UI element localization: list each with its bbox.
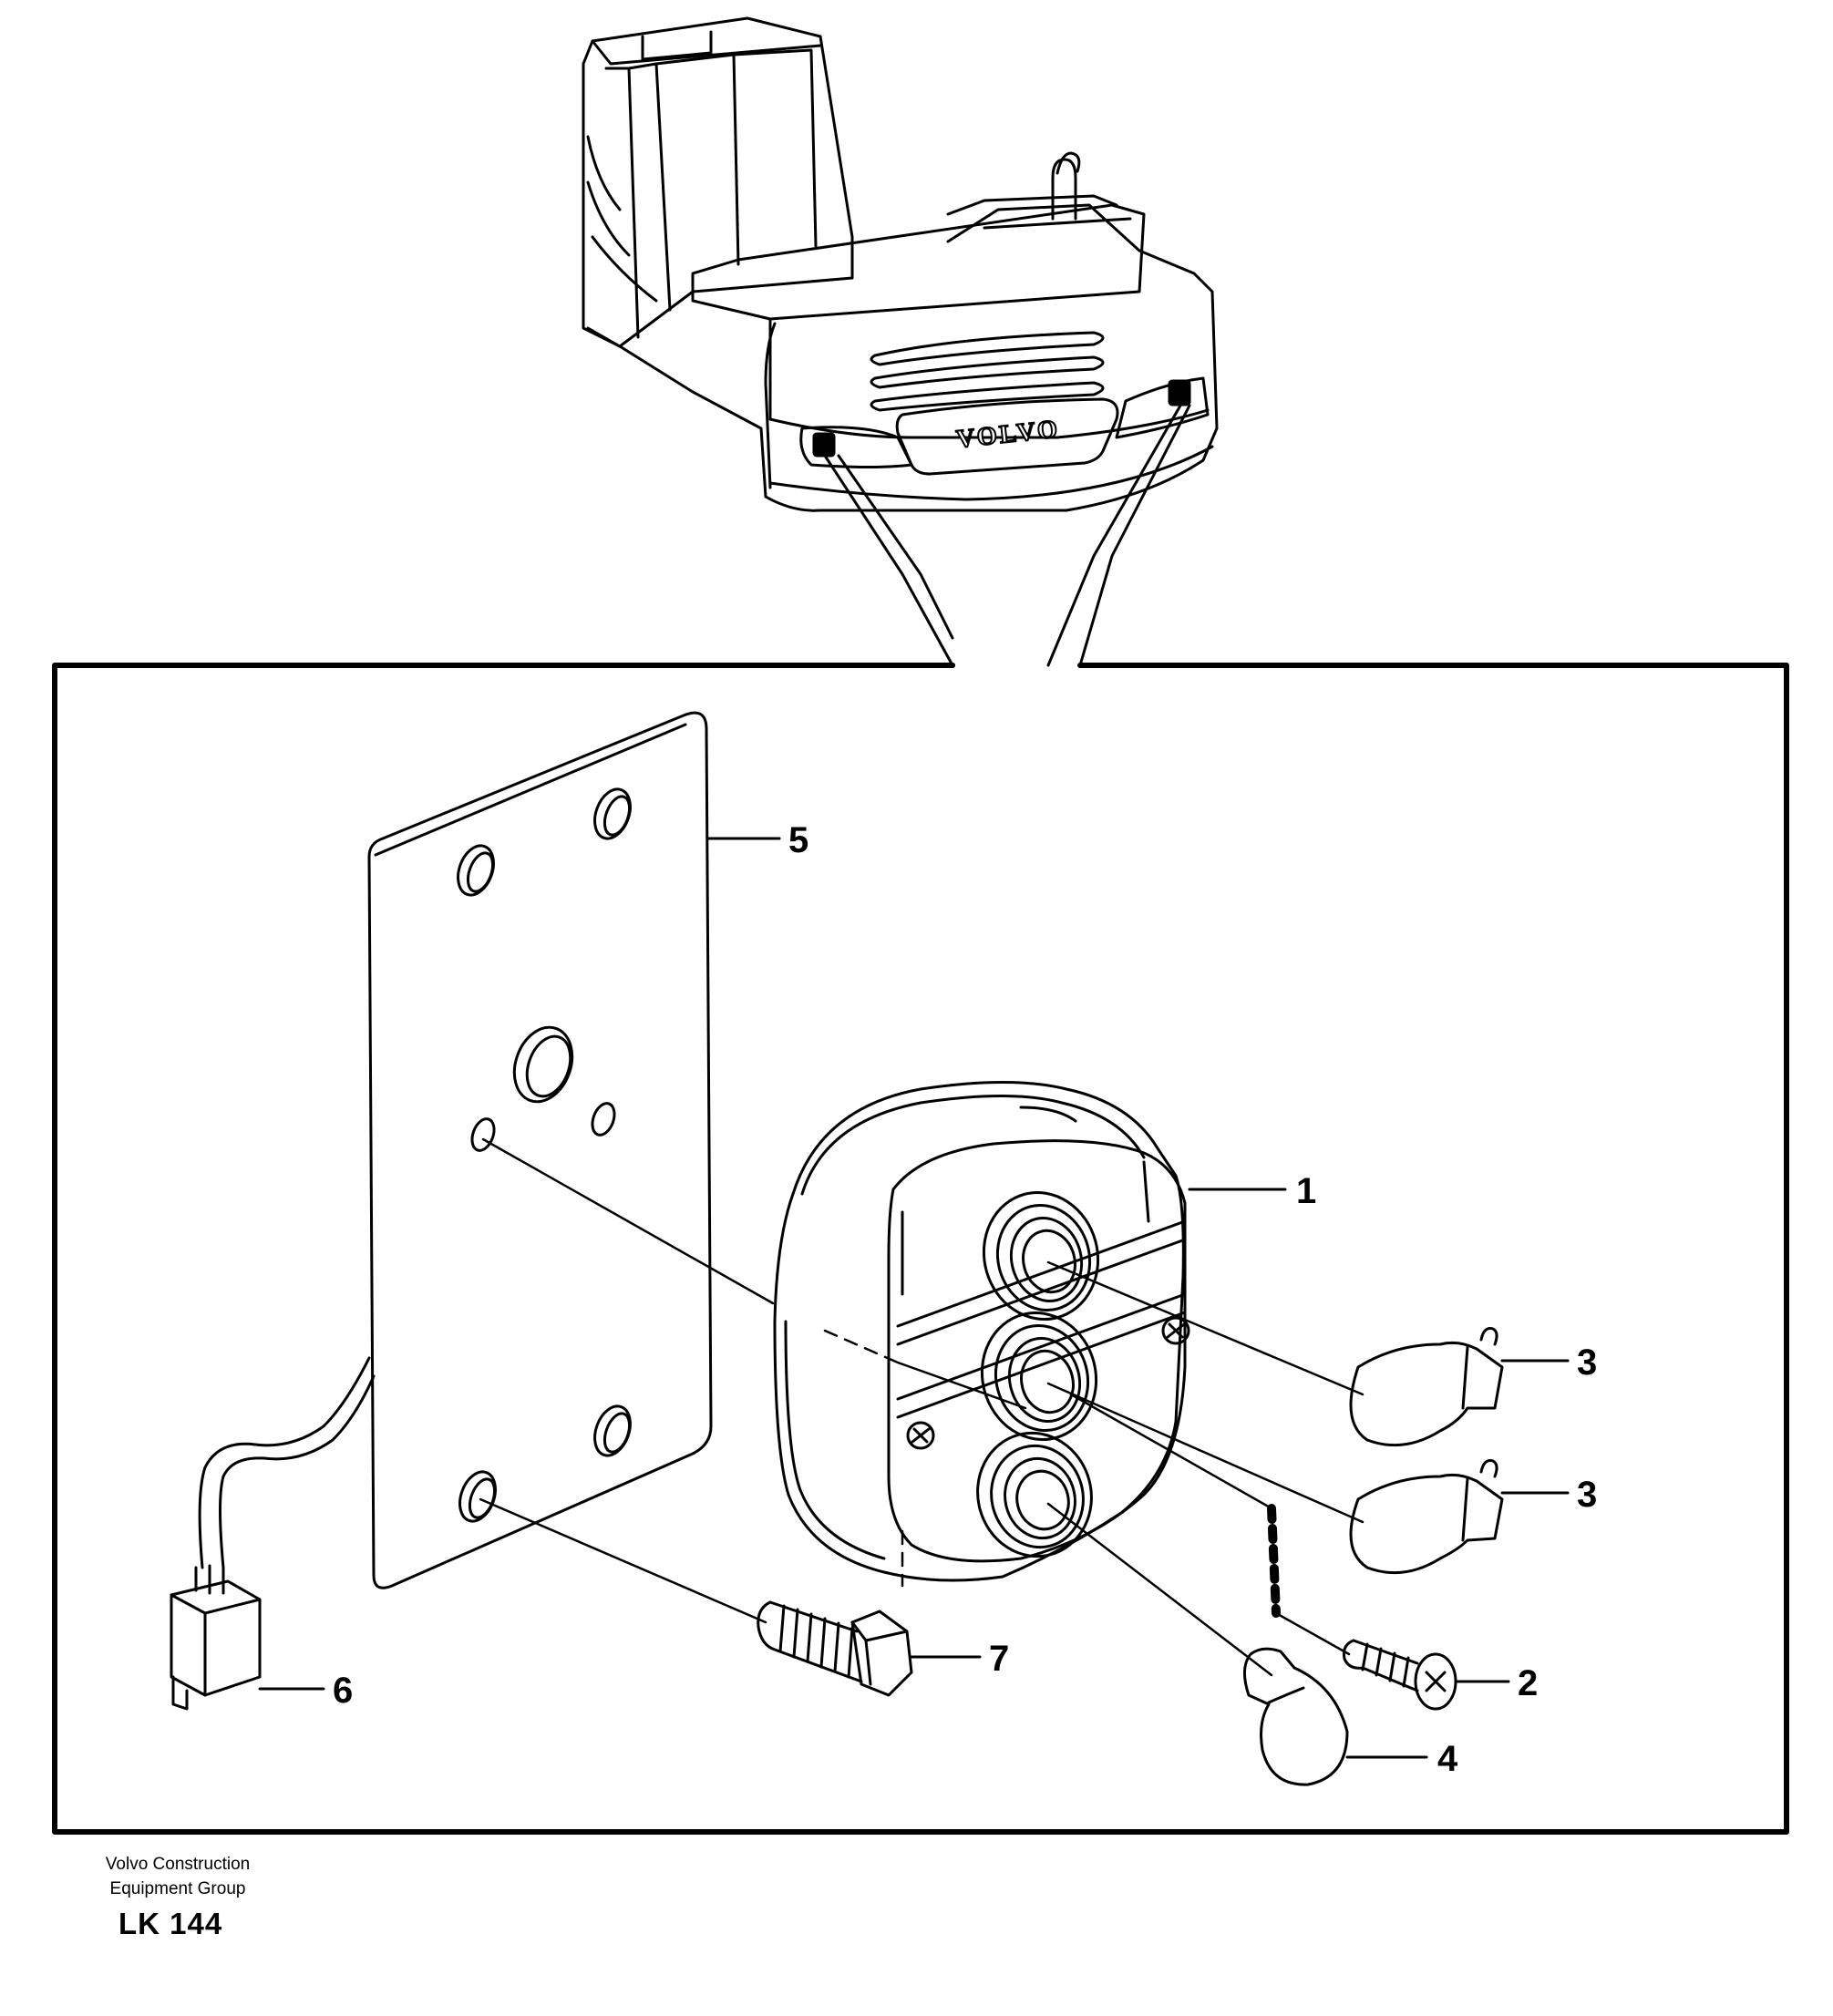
callout-4: 4 xyxy=(1437,1739,1458,1779)
cable-connector xyxy=(170,1356,376,1711)
brand-badge: VOLVO xyxy=(955,415,1062,454)
bulb-small xyxy=(1243,1647,1349,1786)
bulb-lower xyxy=(1349,1459,1504,1575)
callout-7: 7 xyxy=(989,1639,1009,1679)
callout-leaders xyxy=(258,837,1570,1759)
callout-2: 2 xyxy=(1518,1663,1538,1703)
company-name: Volvo Construction Equipment Group xyxy=(55,1852,301,1901)
callout-5: 5 xyxy=(788,820,808,860)
excavator-overview xyxy=(582,16,1219,667)
lamp-housing xyxy=(773,1081,1190,1582)
screw xyxy=(1343,1639,1457,1711)
company-line-1: Volvo Construction xyxy=(105,1855,251,1874)
callout-1: 1 xyxy=(1296,1171,1316,1211)
company-line-2: Equipment Group xyxy=(109,1879,246,1898)
bulb-upper xyxy=(1349,1327,1504,1447)
callout-3-lower: 3 xyxy=(1577,1475,1597,1515)
mounting-plate xyxy=(367,711,713,1589)
callout-6: 6 xyxy=(333,1671,353,1711)
reference-code: LK 144 xyxy=(118,1907,223,1940)
bolt xyxy=(757,1600,913,1697)
callout-3-upper: 3 xyxy=(1577,1342,1597,1383)
detail-frame xyxy=(52,663,1789,1835)
explode-lines xyxy=(479,1137,1364,1677)
